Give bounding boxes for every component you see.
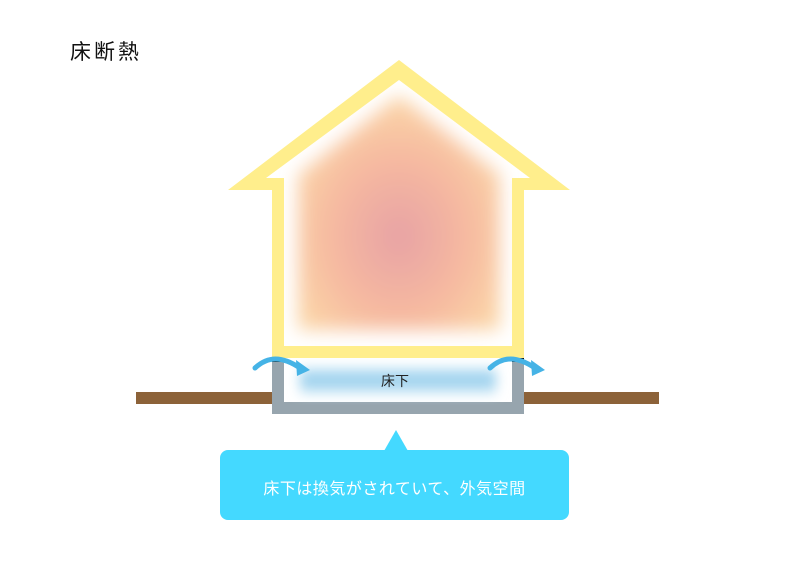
ground-right (520, 392, 659, 404)
callout-box: 床下は換気がされていて、外気空間 (220, 450, 569, 520)
underfloor-label: 床下 (381, 374, 409, 390)
interior-warm-air (298, 95, 500, 330)
callout-text: 床下は換気がされていて、外気空間 (263, 479, 526, 498)
airflow-out-arrow-icon (487, 356, 545, 376)
crawlspace (272, 358, 524, 414)
airflow-in-arrow-icon (252, 356, 310, 376)
ground-left (136, 392, 276, 404)
underfloor-cool-air (300, 368, 496, 394)
page-title: 床断熱 (70, 40, 142, 64)
callout-pointer (384, 430, 408, 451)
house-insulation-outline (228, 60, 570, 358)
